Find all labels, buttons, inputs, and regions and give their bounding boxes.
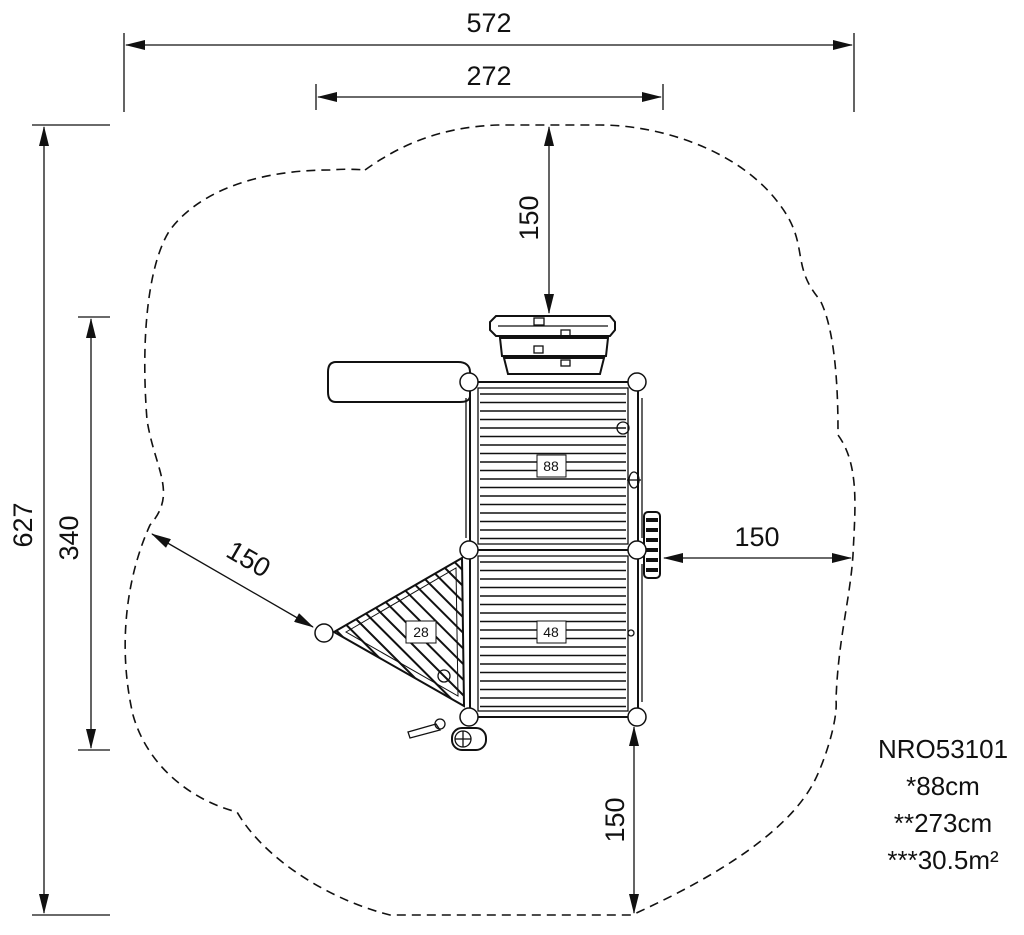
total-width-label: 572 — [466, 8, 511, 38]
post — [627, 372, 647, 392]
clearance-top-label: 150 — [514, 195, 544, 240]
product-info: NRO53101 *88cm **273cm ***30.5m² — [878, 734, 1008, 875]
post — [459, 372, 479, 392]
post — [314, 623, 334, 643]
telescope-accessory — [407, 718, 487, 751]
lower-platform-label: 48 — [543, 624, 559, 640]
info-height: *88cm — [906, 771, 980, 801]
safety-zone-outline — [124, 124, 856, 916]
dimension-inner-width: 272 — [315, 61, 664, 110]
upper-platform-label: 88 — [543, 458, 559, 474]
info-area: ***30.5m² — [887, 845, 999, 875]
post — [627, 540, 647, 560]
clearance-diagonal-label: 150 — [221, 535, 275, 584]
triangle-platform: 28 — [331, 556, 466, 708]
post — [459, 707, 479, 727]
dimension-total-width: 572 — [123, 8, 855, 112]
clearance-right: 150 — [663, 522, 852, 563]
inner-width-label: 272 — [466, 61, 511, 91]
clearance-bottom-label: 150 — [600, 797, 630, 842]
dimension-total-height: 627 — [8, 124, 110, 916]
lower-platform: 48 — [469, 549, 643, 718]
clearance-top: 150 — [514, 126, 554, 314]
product-code: NRO53101 — [878, 734, 1008, 764]
clearance-diagonal: 150 — [151, 533, 314, 628]
dimension-inner-height: 340 — [54, 316, 110, 751]
post — [627, 707, 647, 727]
climbing-holds — [627, 471, 661, 579]
post — [459, 540, 479, 560]
inner-height-label: 340 — [54, 515, 84, 560]
info-fall-height: **273cm — [894, 808, 992, 838]
clearance-right-label: 150 — [734, 522, 779, 552]
clearance-bottom: 150 — [600, 726, 639, 914]
triangle-platform-label: 28 — [413, 624, 429, 640]
posts — [314, 372, 647, 727]
total-height-label: 627 — [8, 502, 38, 547]
top-step-assembly — [489, 315, 616, 375]
side-bench — [327, 361, 471, 403]
upper-platform: 88 — [465, 381, 643, 551]
